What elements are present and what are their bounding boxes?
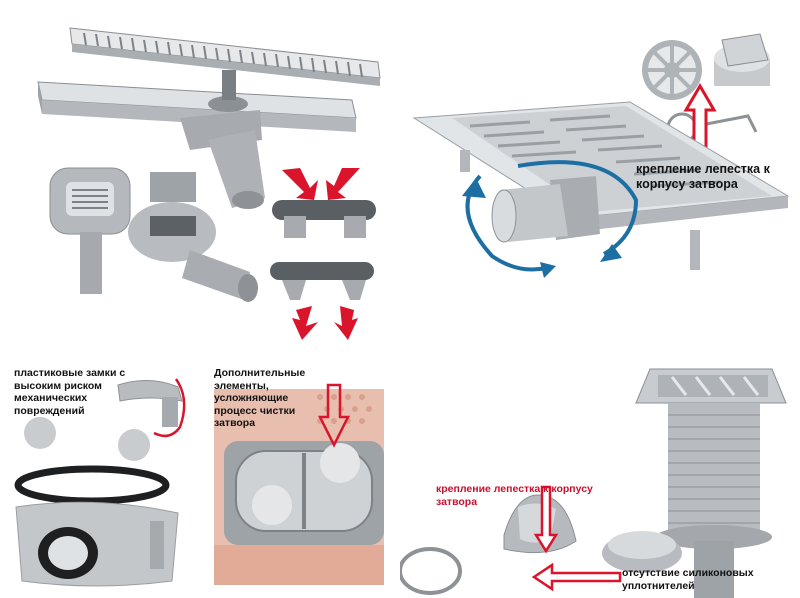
gasket-ring-image — [14, 465, 170, 505]
flat-cap-image — [602, 531, 682, 573]
extra-elements-caption: Дополнительные элементы, усложняющие про… — [214, 367, 306, 430]
drain-grate-image — [69, 27, 381, 86]
plastic-locks-illustration — [14, 378, 186, 587]
outlet-pipe-image — [491, 176, 600, 243]
float-ball-inner-left — [252, 485, 292, 525]
siphon-housing-image — [15, 501, 179, 587]
panel-top-right: крепление лепестка к корпусу затвора — [400, 0, 800, 345]
siphon-body-image — [128, 172, 258, 302]
long-channel-image — [412, 101, 790, 270]
float-ball-inner-right — [320, 443, 360, 483]
panel-top-left — [0, 0, 400, 345]
drain-trap-image — [180, 70, 265, 209]
siphon-chamber-image — [224, 441, 384, 545]
red-arrow-left — [531, 562, 622, 592]
float-ball-right — [118, 429, 150, 461]
panel-bottom-right: крепление лепестка к корпусу затвора отс… — [400, 345, 800, 598]
red-arrow-down — [317, 383, 351, 448]
siphon-interior-illustration — [214, 383, 384, 585]
water-seal-upper-image — [272, 168, 376, 238]
flap-valve-image — [714, 33, 770, 86]
red-arrow-down-small — [533, 485, 559, 554]
drain-exploded-illustration — [37, 27, 381, 340]
steel-ring-image — [400, 547, 462, 595]
red-circle-marker — [153, 378, 186, 438]
rotating-drain-illustration — [412, 33, 790, 278]
float-ball-left — [24, 417, 56, 449]
point-drain-image — [49, 167, 131, 294]
no-silicone-seals-caption: отсутствие силиконовых уплотнителей — [622, 567, 754, 592]
drain-channel-image — [37, 81, 357, 132]
water-seal-lower-image — [270, 262, 374, 340]
point-drain-valve-illustration — [400, 368, 787, 598]
panel-bottom-left: пластиковые замки с высоким риском механ… — [0, 345, 200, 598]
panel-bottom-center: Дополнительные элементы, усложняющие про… — [200, 345, 400, 598]
plastic-locks-caption: пластиковые замки с высоким риском механ… — [14, 367, 126, 417]
flap-mount-caption-bottom: крепление лепестка к корпусу затвора — [436, 483, 593, 508]
lock-cover-image — [117, 380, 183, 427]
drain-body-image — [635, 368, 787, 598]
flap-mount-caption: крепление лепестка к корпусу затвора — [636, 162, 770, 191]
round-grate-image — [642, 40, 702, 100]
